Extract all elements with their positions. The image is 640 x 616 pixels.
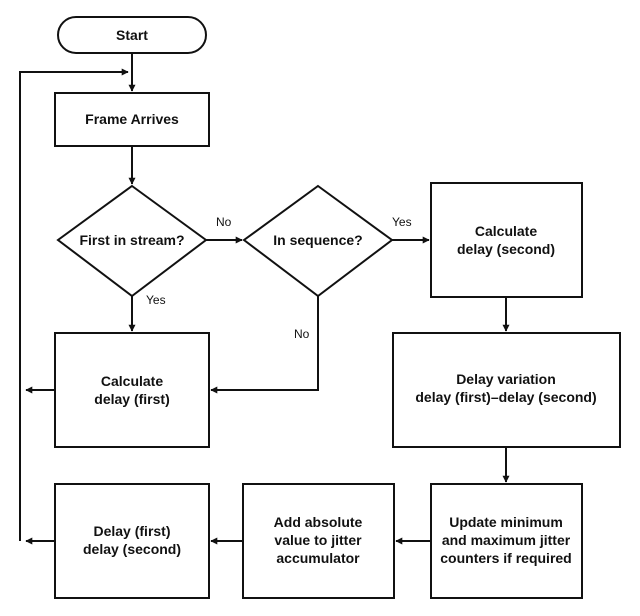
delay-assign-line2: delay (second) xyxy=(83,541,181,557)
add-absolute-line1: Add absolute xyxy=(274,514,363,530)
sequence-yes-label: Yes xyxy=(392,215,412,229)
first-in-stream-decision: First in stream? xyxy=(56,184,208,298)
calc-delay-second-line2: delay (second) xyxy=(457,241,555,257)
update-jitter-line3: counters if required xyxy=(440,550,571,566)
calc-delay-second-node: Calculate delay (second) xyxy=(430,182,583,298)
start-node: Start xyxy=(57,16,207,54)
update-jitter-node: Update minimum and maximum jitter counte… xyxy=(430,483,583,599)
first-no-label: No xyxy=(216,215,232,229)
calc-delay-first-line2: delay (first) xyxy=(94,391,169,407)
calc-delay-first-node: Calculate delay (first) xyxy=(54,332,210,448)
calc-delay-second-line1: Calculate xyxy=(475,223,537,239)
in-sequence-label: In sequence? xyxy=(273,232,362,248)
add-absolute-node: Add absolute value to jitter accumulator xyxy=(242,483,395,599)
frame-arrives-node: Frame Arrives xyxy=(54,92,210,147)
delay-variation-line2: delay (first)–delay (second) xyxy=(415,389,596,405)
add-absolute-line3: accumulator xyxy=(276,550,360,566)
arrow-sequence-no xyxy=(210,296,319,394)
update-jitter-line1: Update minimum xyxy=(449,514,563,530)
start-label: Start xyxy=(116,27,148,43)
calc-delay-first-line1: Calculate xyxy=(101,373,163,389)
delay-assign-node: Delay (first) delay (second) xyxy=(54,483,210,599)
update-jitter-line2: and maximum jitter xyxy=(442,532,571,548)
delay-variation-line1: Delay variation xyxy=(456,371,556,387)
delay-assign-line1: Delay (first) xyxy=(93,523,170,539)
in-sequence-decision: In sequence? xyxy=(242,184,394,298)
first-in-stream-label: First in stream? xyxy=(79,232,184,248)
first-yes-label: Yes xyxy=(146,293,166,307)
delay-variation-node: Delay variation delay (first)–delay (sec… xyxy=(392,332,621,448)
arrow-loop-back xyxy=(19,68,129,541)
frame-arrives-label: Frame Arrives xyxy=(85,111,179,127)
sequence-no-label: No xyxy=(294,327,310,341)
add-absolute-line2: value to jitter xyxy=(274,532,362,548)
